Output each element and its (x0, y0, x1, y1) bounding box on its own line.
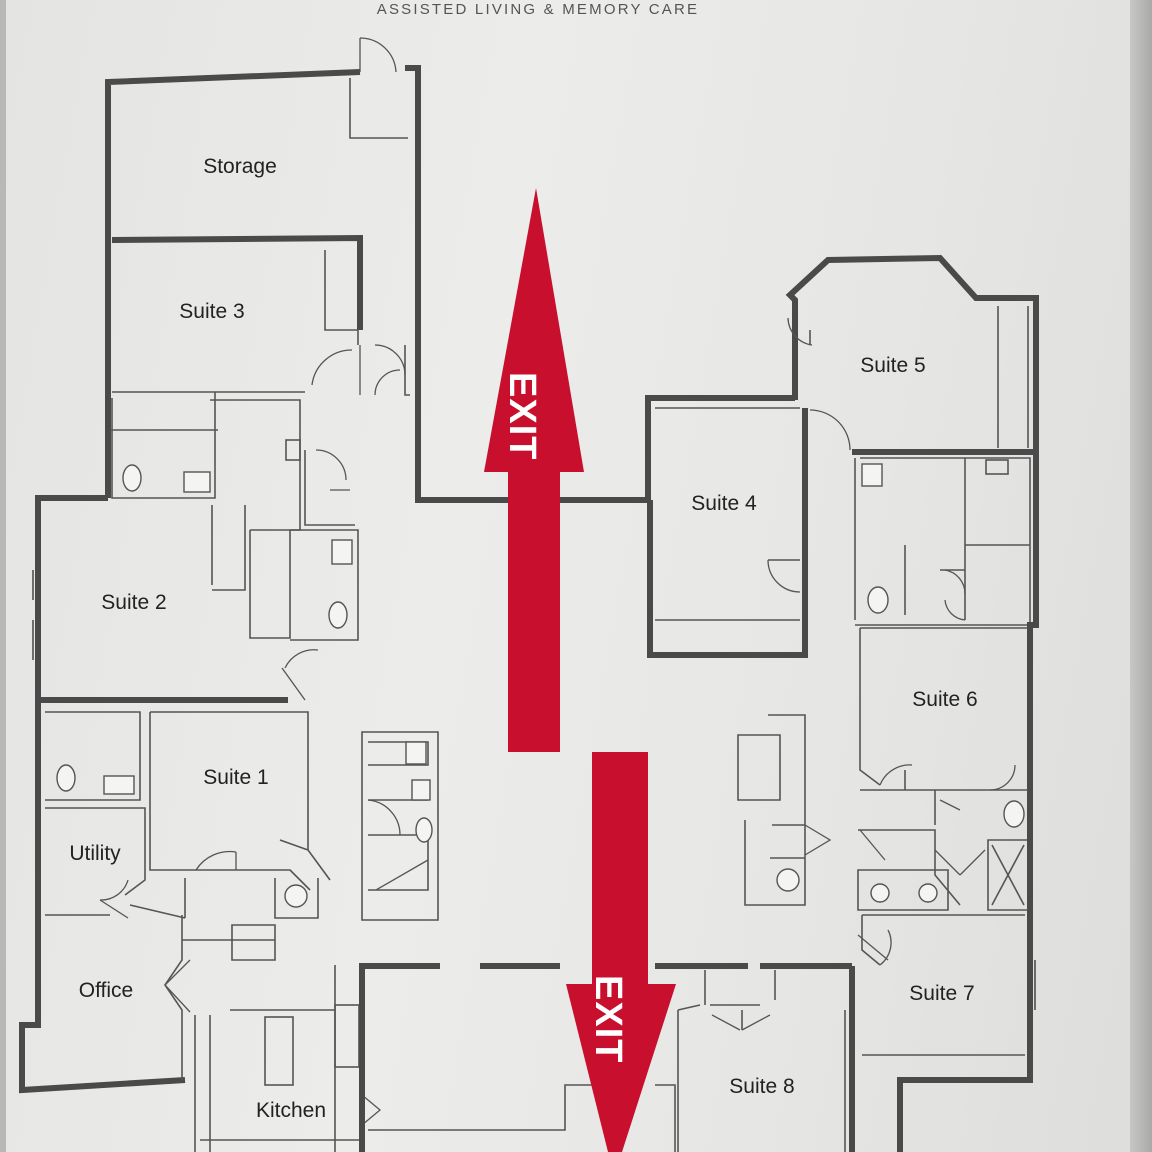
wall-suite2-outer (35, 495, 288, 703)
wall-bath-left (110, 392, 301, 531)
door-suite8 (711, 1014, 771, 1031)
wall-suite4-outer (645, 395, 808, 658)
sink-central-left-b (411, 779, 431, 801)
exit-label-down: EXIT (587, 975, 629, 1063)
wall-suite7-outer (849, 790, 1033, 1152)
door-central-bath-right (804, 824, 832, 856)
header-tagline: ASSISTED LIVING & MEMORY CARE (0, 0, 1080, 20)
wall-utility (45, 807, 146, 916)
wall-suite5-outer (785, 254, 1039, 455)
door-suite7 (857, 929, 892, 966)
door-central-bath-left (367, 799, 429, 891)
sink-central-left (405, 741, 427, 765)
shower-suite67 (991, 844, 1025, 906)
room-label-suite5: Suite 5 (860, 354, 925, 377)
door-right-bath (944, 569, 966, 621)
toilet-bath-left (122, 464, 142, 492)
room-label-suite8: Suite 8 (729, 1075, 794, 1098)
sink-suite2 (331, 539, 353, 565)
door-hall-suite3 (311, 349, 401, 396)
sink-suite1 (103, 775, 135, 795)
room-label-suite7: Suite 7 (909, 982, 974, 1005)
room-label-kitchen: Kitchen (256, 1099, 326, 1122)
wall-suite4-inner (655, 407, 800, 621)
toilet-suite6 (1003, 800, 1025, 828)
wall-suite2-inner (211, 450, 359, 641)
vent-right-bath (985, 459, 1009, 475)
room-label-suite2: Suite 2 (101, 591, 166, 614)
exit-arrow-up (484, 188, 584, 752)
sink-suite67-a (870, 883, 890, 903)
exit-label-up: EXIT (501, 372, 543, 460)
door-suite2 (281, 649, 319, 701)
wall-office-outer (19, 915, 186, 1094)
room-label-suite6: Suite 6 (912, 688, 977, 711)
door-storage-exterior (359, 37, 397, 73)
sink-suite67-b (918, 883, 938, 903)
toilet-suite2 (328, 601, 348, 629)
door-utility (99, 879, 129, 919)
toilet-central-left (415, 817, 433, 843)
wall-suite7-inner (861, 914, 1025, 1056)
door-suite4 (767, 559, 801, 593)
wall-central-bath-left (361, 731, 439, 921)
sink-right-bath (861, 463, 883, 487)
wall-office-inner (164, 915, 276, 1080)
sink-bath-left (183, 471, 211, 493)
kitchen-island (264, 1016, 294, 1086)
door-suite1 (195, 850, 237, 871)
frame-right-edge (1130, 0, 1152, 1152)
room-label-suite1: Suite 1 (203, 766, 268, 789)
toilet-right-bath (867, 586, 889, 614)
exit-arrow-down (566, 752, 676, 1152)
door-suite67 (859, 829, 986, 876)
wall-right-bath (854, 457, 1031, 626)
frame-left-edge (0, 0, 6, 1152)
wall-kitchen (194, 965, 365, 1152)
wall-central-bath-right (737, 714, 806, 906)
wall-storage-closet (349, 78, 408, 139)
door-suite5 (787, 317, 851, 451)
sink-hall-left (284, 884, 308, 908)
shelf-bath-left (285, 439, 301, 461)
wall-suite3-inner (112, 250, 410, 396)
wall-suite5-inner (809, 306, 1029, 448)
room-label-office: Office (79, 979, 133, 1002)
room-label-storage: Storage (203, 155, 277, 178)
door-suite6 (879, 764, 1016, 811)
door-suite3 (359, 344, 406, 395)
wall-storage-suite3-divider (111, 234, 363, 330)
wall-suite8 (677, 970, 846, 1152)
wall-suite6-outer (1027, 452, 1039, 790)
door-suite2-closet (315, 449, 350, 491)
header-tagline-text: ASSISTED LIVING & MEMORY CARE (376, 1, 700, 18)
kitchen-range (334, 1004, 360, 1068)
wall-suite1-hall (129, 878, 319, 919)
room-label-utility: Utility (69, 842, 121, 865)
sink-central-right (776, 868, 800, 892)
wall-suite1-inner (45, 711, 331, 891)
toilet-suite1 (56, 764, 76, 792)
door-kitchen (361, 1094, 382, 1126)
wall-common-inner (368, 1084, 676, 1152)
room-label-suite3: Suite 3 (179, 300, 244, 323)
wall-common-room (359, 963, 852, 1152)
wall-suite6-inner (859, 627, 1028, 825)
room-label-suite4: Suite 4 (691, 492, 757, 515)
door-office (164, 959, 191, 1013)
